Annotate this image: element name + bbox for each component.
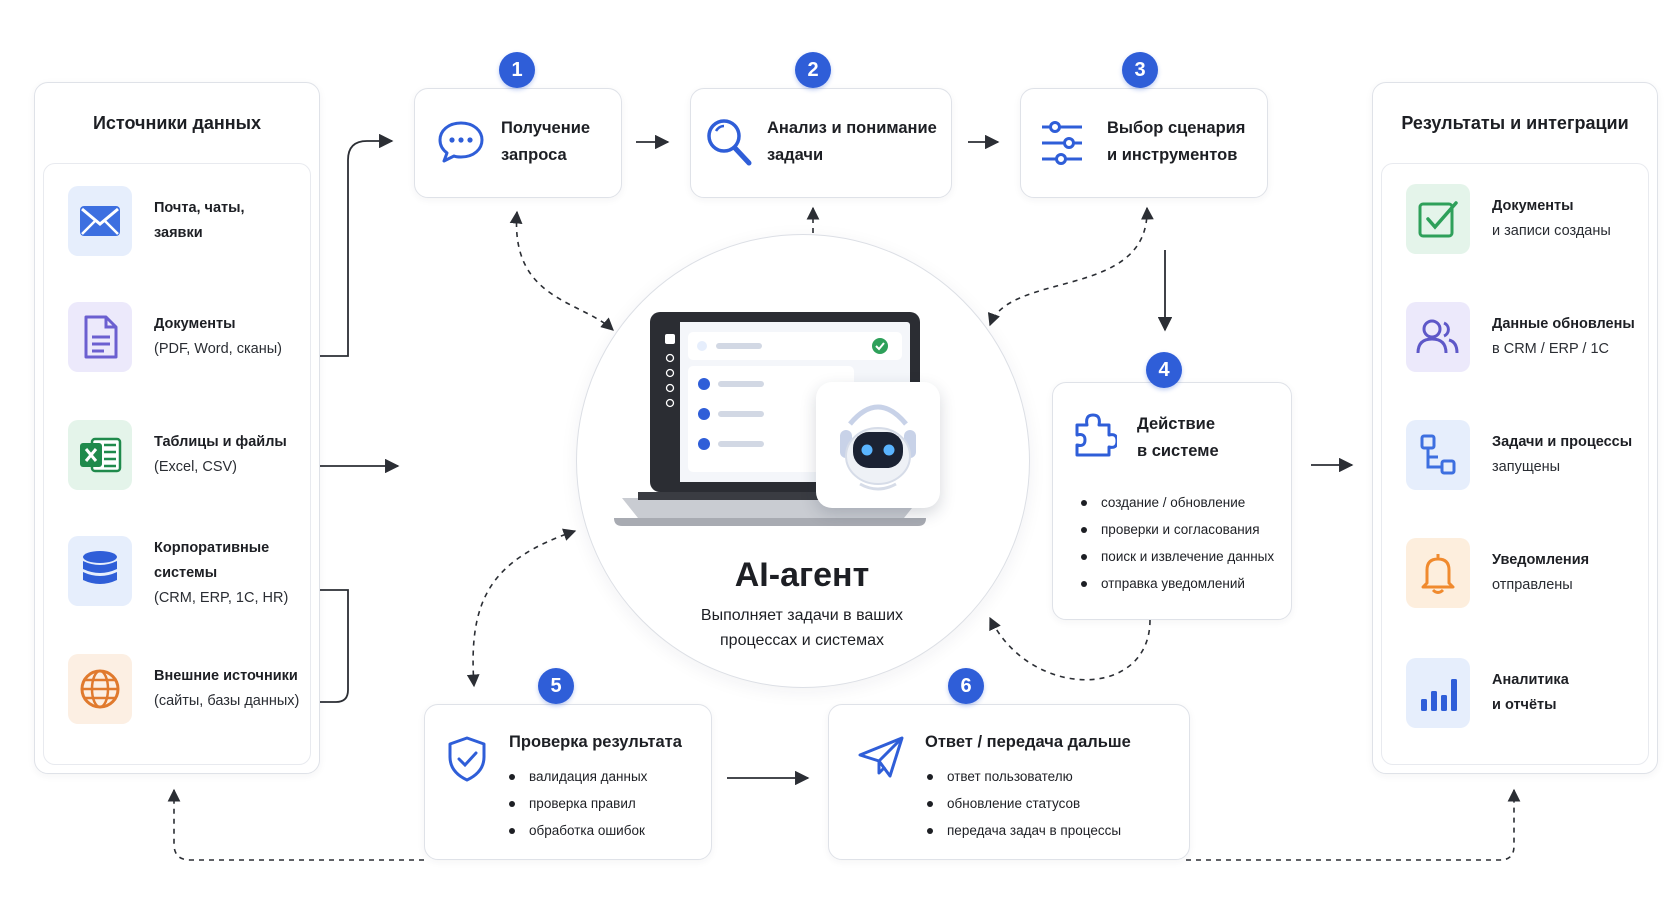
sources-list: Почта, чаты, заявки Документы (PDF, Word… <box>43 163 311 765</box>
step-4-badge: 4 <box>1146 352 1182 388</box>
results-list: Документы и записи созданы Данные обновл… <box>1381 163 1649 765</box>
source-item-corporate: Корпоративные системы (CRM, ERP, 1C, HR) <box>68 536 300 612</box>
bullet-item: передача задач в процессы <box>927 817 1121 844</box>
bullet-item: проверки и согласования <box>1081 516 1274 543</box>
robot-icon <box>840 404 916 491</box>
source-item-label: Внешние источники <box>154 668 298 684</box>
agent-description: Выполняет задачи в ваших процессах и сис… <box>576 603 1028 653</box>
source-item-label: Документы <box>154 316 236 332</box>
sources-panel: Источники данных Почта, чаты, заявки <box>34 82 320 774</box>
step-title: Проверка результата <box>509 733 682 751</box>
step-title: запроса <box>501 146 567 164</box>
source-item-documents: Документы (PDF, Word, сканы) <box>68 302 300 378</box>
source-item-mail: Почта, чаты, заявки <box>68 186 300 262</box>
bullet-item: отправка уведомлений <box>1081 570 1274 597</box>
result-item-label: Задачи и процессы <box>1492 434 1633 450</box>
source-item-label: Таблицы и файлы <box>154 434 287 450</box>
process-icon <box>1420 434 1456 475</box>
step-6-bullets: ответ пользователю обновление статусов п… <box>927 763 1121 844</box>
step-4-bullets: создание / обновление проверки и согласо… <box>1081 489 1274 597</box>
agent-description-line: процессах и системах <box>720 632 884 649</box>
source-item-label: Корпоративные <box>154 540 270 556</box>
result-item-sublabel: отправлены <box>1492 577 1573 593</box>
step-title: и инструментов <box>1107 146 1238 164</box>
source-item-sublabel: (сайты, базы данных) <box>154 693 300 709</box>
result-item-label: Аналитика <box>1492 672 1569 688</box>
step-5-badge: 5 <box>538 668 574 704</box>
step-3-card: Выбор сценария и инструментов <box>1020 88 1268 198</box>
document-icon <box>84 315 118 359</box>
result-item-label: и отчёты <box>1492 697 1557 713</box>
step-title: Получение <box>501 119 591 137</box>
step-1-badge: 1 <box>499 52 535 88</box>
step-title: Выбор сценария <box>1107 119 1246 137</box>
source-item-sublabel: (PDF, Word, сканы) <box>154 341 282 357</box>
robot-card <box>816 382 940 508</box>
result-item-sublabel: запущены <box>1492 459 1561 475</box>
chat-icon <box>438 121 484 163</box>
database-icon <box>83 551 117 584</box>
bell-icon <box>1421 554 1455 594</box>
agent-description-line: Выполняет задачи в ваших <box>700 607 904 624</box>
source-item-sublabel: (Excel, CSV) <box>154 459 237 475</box>
result-item-label: Документы <box>1492 198 1574 214</box>
bullet-item: поиск и извлечение данных <box>1081 543 1274 570</box>
paper-plane-icon <box>858 736 904 778</box>
result-item-sublabel: и записи созданы <box>1492 223 1611 239</box>
result-item-analytics: Аналитика и отчёты <box>1406 658 1638 734</box>
step-title: задачи <box>767 146 824 164</box>
result-item-processes: Задачи и процессы запущены <box>1406 420 1638 496</box>
step-4-card: Действие в системе создание / обновление… <box>1052 382 1292 620</box>
source-item-sublabel: (CRM, ERP, 1C, HR) <box>154 590 289 606</box>
sliders-icon <box>1042 121 1082 165</box>
step-3-badge: 3 <box>1122 52 1158 88</box>
step-5-bullets: валидация данных проверка правил обработ… <box>509 763 647 844</box>
agent-title: AI-агент <box>734 556 870 594</box>
sources-bracket <box>318 133 400 703</box>
sources-title: Источники данных <box>92 113 262 133</box>
bullet-item: проверка правил <box>509 790 647 817</box>
step-title: Анализ и понимание <box>767 119 937 137</box>
step-1-card: Получение запроса <box>414 88 622 198</box>
result-item-sublabel: в CRM / ERP / 1C <box>1492 341 1610 357</box>
result-item-label: Данные обновлены <box>1492 316 1635 332</box>
excel-icon <box>80 437 122 473</box>
bullet-item: валидация данных <box>509 763 647 790</box>
result-item-label: Уведомления <box>1492 552 1590 568</box>
step-6-card: Ответ / передача дальше ответ пользовате… <box>828 704 1190 860</box>
source-item-external: Внешние источники (сайты, базы данных) <box>68 654 300 730</box>
bullet-item: ответ пользователю <box>927 763 1121 790</box>
result-item-data: Данные обновлены в CRM / ERP / 1C <box>1406 302 1638 378</box>
search-icon <box>707 119 752 166</box>
step-title: Действие <box>1137 415 1215 433</box>
step-2-card: Анализ и понимание задачи <box>690 88 952 198</box>
result-item-documents: Документы и записи созданы <box>1406 184 1638 260</box>
results-title: Результаты и интеграции <box>1401 113 1629 133</box>
bullet-item: создание / обновление <box>1081 489 1274 516</box>
step-2-badge: 2 <box>795 52 831 88</box>
globe-icon <box>80 669 120 709</box>
bar-chart-icon <box>1421 679 1457 711</box>
step-5-card: Проверка результата валидация данных про… <box>424 704 712 860</box>
checkbox-icon <box>1418 201 1458 238</box>
source-item-label: системы <box>154 565 218 581</box>
step-title: в системе <box>1137 442 1219 460</box>
source-item-tables: Таблицы и файлы (Excel, CSV) <box>68 420 300 496</box>
source-item-label: Почта, чаты, <box>154 200 245 216</box>
result-item-notifications: Уведомления отправлены <box>1406 538 1638 614</box>
users-icon <box>1416 319 1459 354</box>
bullet-item: обработка ошибок <box>509 817 647 844</box>
mail-icon <box>80 206 120 236</box>
step-title: Ответ / передача дальше <box>925 733 1131 751</box>
results-panel: Результаты и интеграции Документы и запи… <box>1372 82 1658 774</box>
puzzle-icon <box>1075 413 1117 457</box>
source-item-label: заявки <box>154 225 203 241</box>
shield-check-icon <box>448 736 486 782</box>
bullet-item: обновление статусов <box>927 790 1121 817</box>
step-6-badge: 6 <box>948 668 984 704</box>
